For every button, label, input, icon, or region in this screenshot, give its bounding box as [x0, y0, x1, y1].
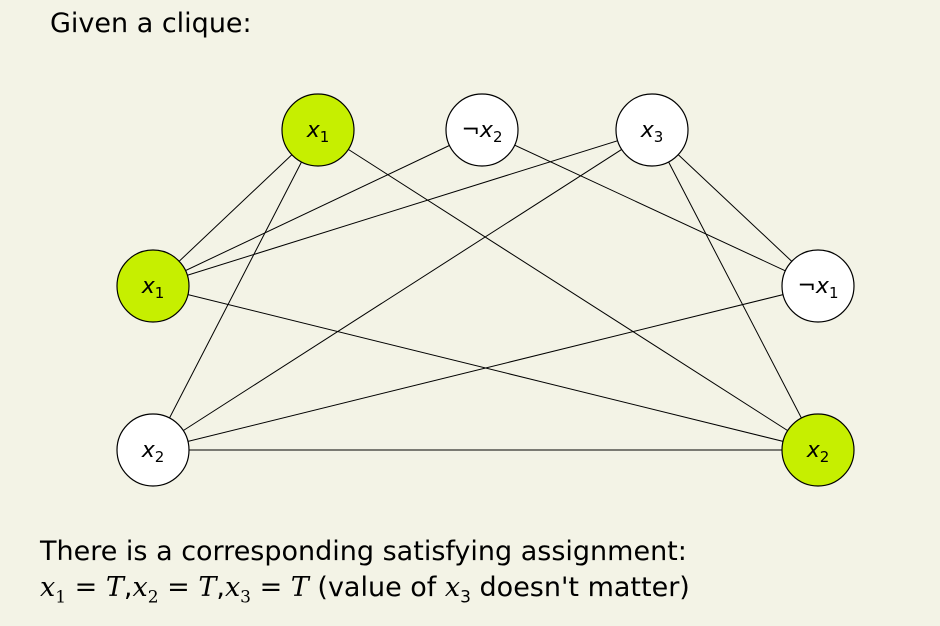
- node-label: x3: [640, 118, 664, 146]
- edge-n3-n5: [651, 129, 819, 287]
- node-label: x1: [141, 274, 165, 302]
- node-label: x1: [306, 118, 330, 146]
- node-circle: [116, 249, 190, 323]
- node-n6: x2: [116, 413, 190, 487]
- edge-n2-n4: [152, 129, 483, 287]
- node-n2: ¬x2: [445, 93, 519, 167]
- edge-n6-n5: [152, 285, 819, 451]
- node-n3: x3: [615, 93, 689, 167]
- edge-n2-n5: [481, 129, 819, 287]
- heading: Given a clique:: [50, 8, 252, 39]
- nodes-layer: x1 ¬x2 x3 x1 ¬x1 x2 x2: [116, 93, 855, 487]
- edge-n3-n7: [651, 129, 819, 451]
- assignment-1: x1 = T: [40, 572, 124, 608]
- edges-layer: [152, 129, 819, 451]
- node-circle: [445, 93, 519, 167]
- footer-text: There is a corresponding satisfying assi…: [40, 534, 690, 615]
- node-label: ¬x1: [797, 274, 838, 302]
- edge-n3-n4: [152, 129, 653, 287]
- node-n5: ¬x1: [781, 249, 855, 323]
- assignment-2: x2 = T: [132, 572, 217, 608]
- node-n4: x1: [116, 249, 190, 323]
- node-n1: x1: [281, 93, 355, 167]
- node-label: x2: [141, 438, 165, 466]
- node-circle: [781, 413, 855, 487]
- assignment-note: (value of x3 doesn't matter): [317, 572, 690, 608]
- footer-line-1: There is a corresponding satisfying assi…: [40, 536, 687, 567]
- edge-n1-n6: [152, 129, 319, 451]
- node-circle: [781, 249, 855, 323]
- edge-n3-n6: [152, 129, 653, 451]
- node-circle: [615, 93, 689, 167]
- edge-n1-n4: [152, 129, 319, 287]
- assignment-3: x3 = T: [224, 572, 309, 608]
- node-n7: x2: [781, 413, 855, 487]
- node-circle: [116, 413, 190, 487]
- footer-line-2: x1 = T,x2 = T,x3 = T (value of x3 doesn'…: [40, 572, 690, 608]
- node-label: ¬x2: [461, 118, 502, 146]
- edge-n1-n7: [317, 129, 819, 451]
- node-circle: [281, 93, 355, 167]
- node-label: x2: [806, 438, 830, 466]
